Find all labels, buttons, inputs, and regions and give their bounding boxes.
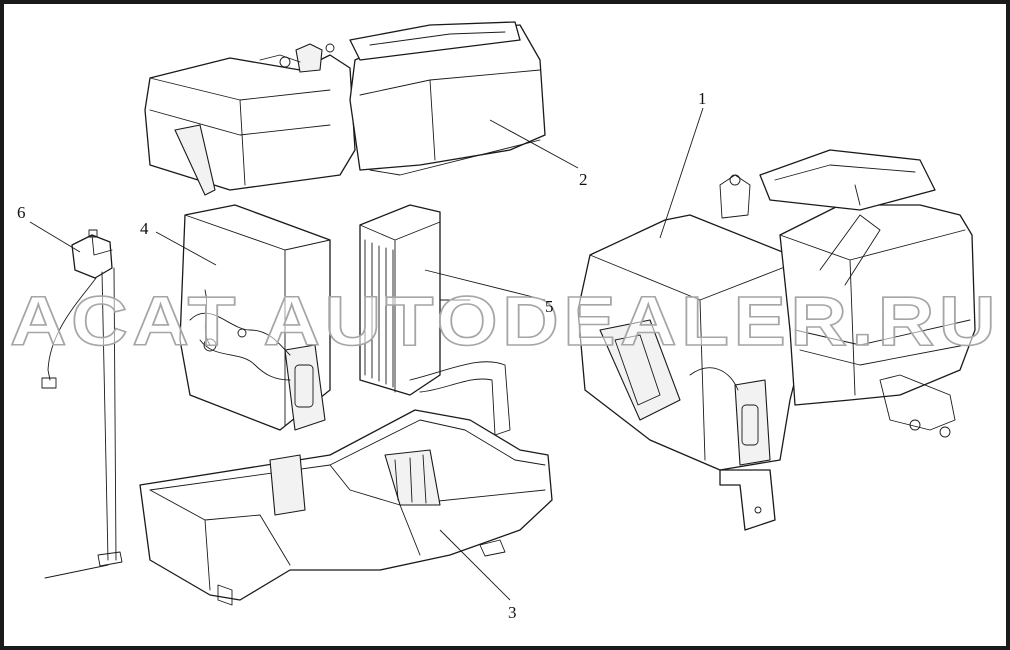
part-upper-housing [144,21,546,196]
part-heater-core [359,204,511,436]
callout-3: 3 [508,603,517,622]
callout-6: 6 [17,203,26,222]
callout-4: 4 [140,219,149,238]
callout-2: 2 [579,170,588,189]
part-evaporator-core [179,204,331,431]
leader-2 [489,119,579,169]
callout-5: 5 [545,297,554,316]
part-lower-housing [139,409,553,606]
part-hvac-assembly [577,149,976,531]
watermark-text: ACAT AUTODEALER.RU [10,282,1000,360]
leader-6 [29,221,81,253]
leader-1 [659,107,704,239]
leader-lines [29,107,704,601]
part-sensor-wire [41,229,123,579]
leader-4 [155,231,217,266]
callout-1: 1 [698,89,707,108]
leader-3 [439,529,511,601]
leader-5 [424,269,546,301]
